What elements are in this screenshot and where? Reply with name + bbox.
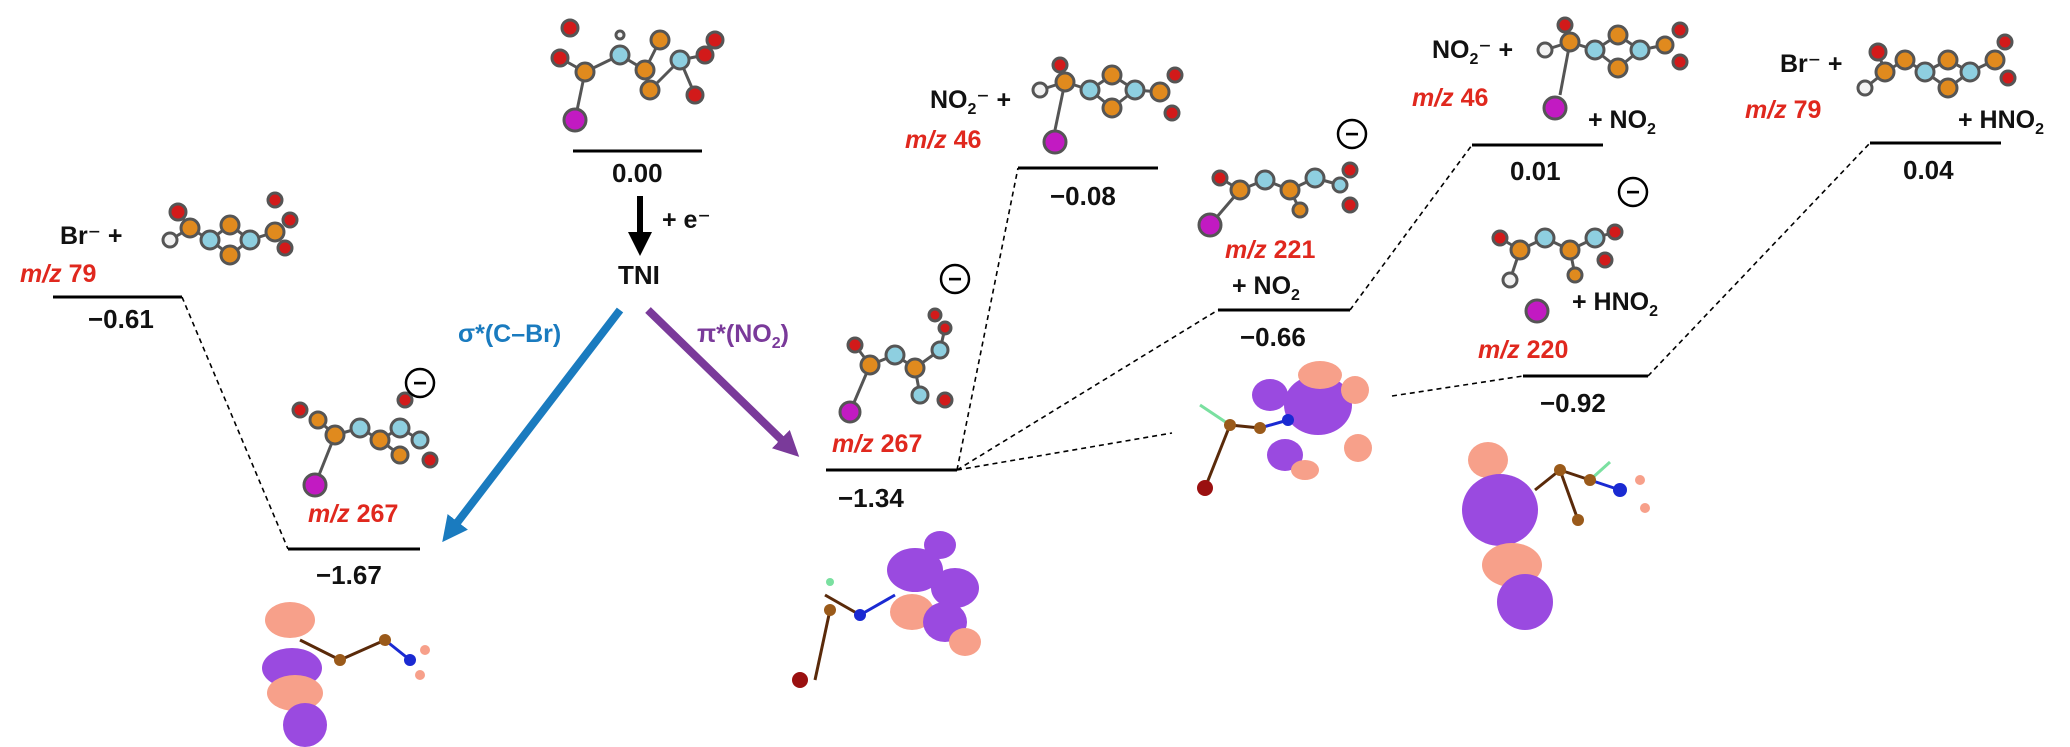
energy-no2m-46: −0.08 [1050, 181, 1116, 211]
mz79-right: m/z 79 [1745, 98, 1821, 123]
plus-hno2-sub: 2 [1649, 303, 1659, 320]
molecule-no2m-46 [1031, 56, 1184, 155]
plus-hno2-prefix: + HNO [1572, 288, 1650, 316]
br-plus-right: Br⁻ + [1780, 50, 1843, 78]
no2-sub: 2 [967, 101, 977, 118]
mz-prefix: m/z [832, 430, 874, 458]
electron-label: + e⁻ [662, 206, 711, 234]
molecule-mz221 [1197, 161, 1359, 238]
plus-hno2-mz220: + HNO2 [1572, 290, 1658, 320]
mz267-value: 267 [356, 500, 399, 528]
mz221-label: m/z 221 [1225, 238, 1315, 263]
pi-path-arrow [645, 307, 800, 457]
mz220-label: m/z 220 [1478, 338, 1568, 363]
mz79-left: m/z 79 [20, 262, 96, 287]
energy-br-left: −0.61 [88, 304, 154, 334]
no2-suffix: ⁻ + [976, 86, 1012, 114]
orbital-sigma [262, 602, 430, 747]
pi-path-sub: 2 [771, 335, 781, 352]
no2-prefix: NO [930, 86, 968, 114]
mz-prefix: m/z [905, 126, 947, 154]
mz-prefix: m/z [1225, 236, 1267, 264]
mz-prefix: m/z [308, 500, 350, 528]
anion-mz220-minus: − [1626, 179, 1640, 206]
mz267-sigma: m/z 267 [308, 502, 398, 527]
anion-mz221-minus: − [1345, 121, 1359, 148]
no2-plus-middle: NO2⁻ + [930, 88, 1011, 118]
pi-path-prefix: π*(NO [697, 320, 772, 348]
plus-no2-sub: 2 [1647, 121, 1656, 138]
no2-plus-right: NO2⁻ + [1432, 38, 1513, 68]
sigma-path-arrow [442, 307, 624, 543]
mz79-value: 79 [68, 260, 97, 288]
molecule-tni [550, 18, 725, 133]
energy-anion-sigma: −1.67 [316, 560, 382, 590]
plus-no2-sub: 2 [1291, 287, 1300, 304]
mz46-middle: m/z 46 [905, 128, 981, 153]
plus-no2-prefix: + NO [1232, 272, 1292, 300]
anion-symbol-mz220 [1617, 176, 1649, 208]
mz46-right: m/z 46 [1412, 86, 1488, 111]
no2-sub: 2 [1469, 51, 1479, 68]
plus-no2-mz221: + NO2 [1232, 274, 1300, 304]
mz46-value: 46 [953, 126, 982, 154]
energy-no2m-46-right: 0.01 [1510, 156, 1561, 186]
anion-sigma-minus: − [413, 370, 427, 397]
no2-prefix: NO [1432, 36, 1470, 64]
orbital-mz221 [1197, 361, 1372, 496]
connector-pi-mz221 [956, 309, 1219, 471]
plus-hno2-prefix: + HNO [1958, 106, 2036, 134]
energy-br-right: 0.04 [1903, 155, 1954, 185]
mz221-value: 221 [1273, 236, 1316, 264]
plus-no2-prefix: + NO [1588, 106, 1648, 134]
connector-mz221-no2m [1349, 144, 1473, 311]
orbital-mz220 [1462, 442, 1650, 630]
molecule-anion-pi [838, 307, 954, 424]
anion-symbol-mz221 [1336, 118, 1368, 150]
mz220-value: 220 [1526, 336, 1569, 364]
connector-pi-orbital [956, 432, 1173, 471]
mz-prefix: m/z [1745, 96, 1787, 124]
orbital-pi [792, 531, 981, 688]
connector-mz220-brright [1647, 142, 1871, 377]
mz-prefix: m/z [1478, 336, 1520, 364]
anion-symbol-sigma [404, 367, 436, 399]
molecule-mz220 [1491, 223, 1624, 324]
dashed-connectors [181, 142, 1871, 550]
molecule-br-left [161, 191, 299, 266]
energy-tni: 0.00 [612, 158, 663, 188]
mz267-value: 267 [880, 430, 923, 458]
connector-pi-no2m [956, 167, 1019, 471]
anion-pi-minus: − [948, 266, 962, 293]
plus-hno2-right: + HNO2 [1958, 108, 2044, 138]
plus-hno2-sub: 2 [2035, 121, 2045, 138]
tni-label: TNI [618, 260, 660, 290]
plus-no2-right: + NO2 [1588, 108, 1656, 138]
no2-suffix: ⁻ + [1478, 36, 1514, 64]
molecule-br-right [1856, 33, 2017, 99]
molecule-no2m-46-right [1536, 16, 1689, 121]
energy-mz220: −0.92 [1540, 388, 1606, 418]
mz46-value: 46 [1460, 84, 1489, 112]
molecule-anion-sigma [291, 391, 439, 498]
sigma-path-label: σ*(C–Br) [458, 320, 562, 348]
connector-sigma-brleft [181, 296, 289, 550]
pi-path-suffix: ) [780, 320, 789, 348]
energy-mz221: −0.66 [1240, 322, 1306, 352]
br-plus-left: Br⁻ + [60, 222, 123, 250]
connector-orbital-mz220 [1391, 375, 1524, 397]
mz79-value: 79 [1793, 96, 1822, 124]
mz-prefix: m/z [20, 260, 62, 288]
mz-prefix: m/z [1412, 84, 1454, 112]
mz267-pi: m/z 267 [832, 432, 922, 457]
energy-anion-pi: −1.34 [838, 483, 904, 513]
anion-symbol-pi [939, 263, 971, 295]
pi-path-label: π*(NO2) [697, 322, 789, 352]
energy-levels [53, 141, 2001, 551]
